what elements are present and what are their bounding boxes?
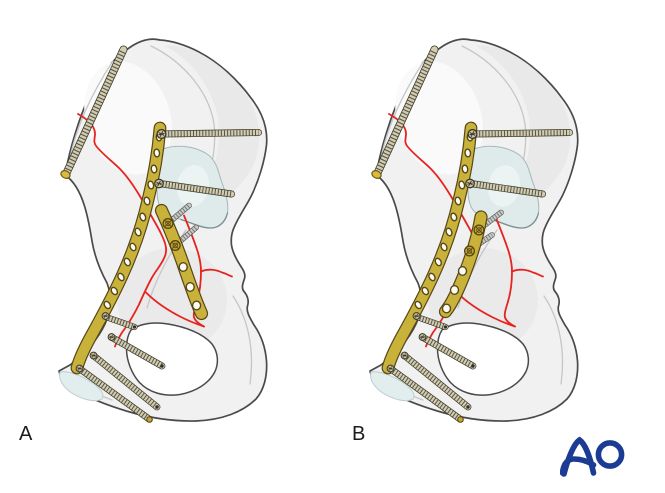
- hemipelvis-illustration: [59, 39, 267, 422]
- panel-a: A: [0, 0, 333, 493]
- ao-logo-a-bar: [560, 456, 597, 476]
- panel-label-b: B: [352, 423, 366, 445]
- illustration-b: [333, 0, 665, 493]
- panel-label-a: A: [19, 423, 33, 445]
- ao-logo-o: [595, 440, 625, 469]
- illustration-a: [0, 0, 333, 493]
- panel-b: B: [333, 0, 665, 493]
- ao-logo: [560, 436, 625, 477]
